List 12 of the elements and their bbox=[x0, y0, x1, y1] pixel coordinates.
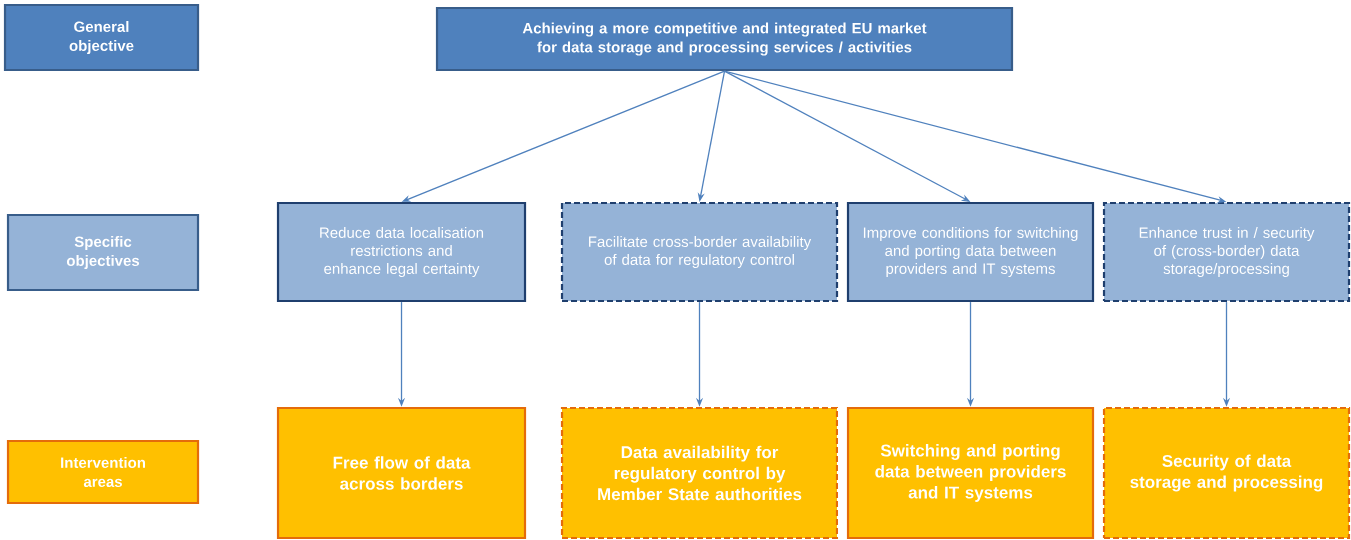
level-box: General objective bbox=[3, 3, 200, 72]
level-box: Intervention areas bbox=[6, 439, 200, 505]
objective-box: Reduce data localisation restrictions and enhance legal certainty bbox=[276, 201, 527, 303]
intervention-box: Data availability for regulatory control by Member State authorities bbox=[560, 406, 839, 540]
level-box: Specific objectives bbox=[6, 213, 200, 292]
objective-box: Facilitate cross-border availability of data for regulatory control bbox=[560, 201, 839, 303]
intervention-box: Security of data storage and processing bbox=[1102, 406, 1351, 540]
objective-box: Improve conditions for switching and porting data between providers and IT systems bbox=[846, 201, 1095, 303]
intervention-box: Switching and porting data between providers and IT systems bbox=[846, 406, 1095, 540]
objective-box: Enhance trust in / security of (cross-border) data storage/processing bbox=[1102, 201, 1351, 303]
objective-box: Achieving a more competitive and integrated EU market for data storage and processing services / activities bbox=[435, 6, 1014, 72]
intervention-box: Free flow of data across borders bbox=[276, 406, 527, 540]
